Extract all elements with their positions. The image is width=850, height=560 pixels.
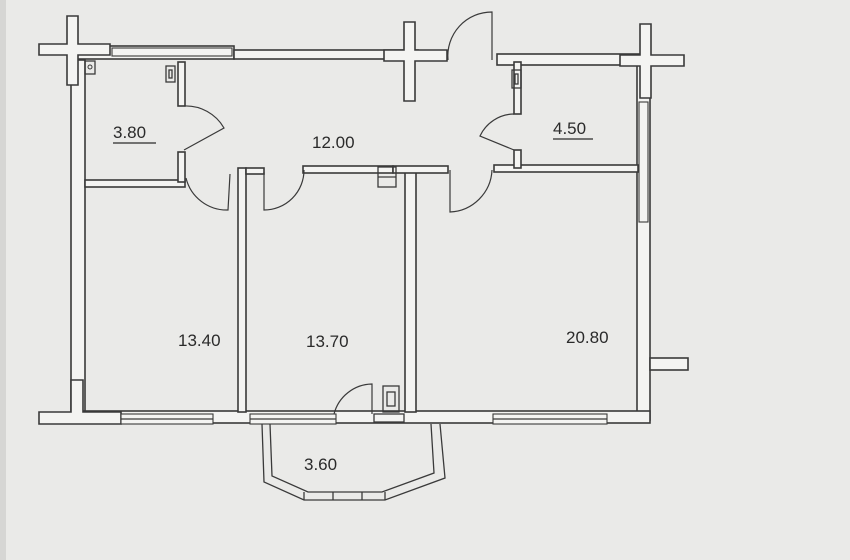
socket-top-left	[84, 60, 96, 75]
page-edge	[0, 0, 6, 560]
column-right-stub	[649, 357, 689, 371]
column-top-left	[38, 15, 111, 86]
bottom-sill	[373, 413, 405, 423]
bathroom-door	[479, 113, 515, 151]
partition-right-top	[392, 165, 449, 174]
area-label-bedroom-middle: 13.70	[306, 332, 349, 351]
bedroom-left-door	[185, 173, 231, 211]
entrance-door	[447, 11, 493, 61]
balcony-inner	[269, 423, 435, 493]
area-label-storage: 3.80	[113, 123, 146, 142]
window-right	[638, 101, 649, 223]
windows	[111, 47, 649, 425]
area-label-balcony: 3.60	[304, 455, 337, 474]
area-label-hallway: 12.00	[312, 133, 355, 152]
doors	[183, 11, 515, 415]
area-label-bedroom-left: 13.40	[178, 331, 221, 350]
partition-left	[237, 167, 247, 413]
balcony-outer	[261, 423, 446, 501]
area-label-bathroom: 4.50	[553, 119, 586, 138]
storage-right-wall	[177, 61, 186, 107]
living-room-door	[449, 169, 493, 213]
bathroom-left-wall-2	[513, 149, 522, 169]
riser-storage	[165, 65, 176, 83]
bathroom-bottom-wall	[493, 164, 639, 173]
left-outer-wall	[70, 59, 86, 413]
riser-bathroom	[511, 69, 522, 89]
storage-bottom-wall	[84, 179, 186, 188]
radiator-box	[382, 385, 400, 413]
fixtures	[84, 60, 522, 423]
column-top-right	[619, 23, 685, 99]
partition-right	[404, 167, 417, 413]
structural-columns	[38, 15, 689, 425]
storage-right-wall-2	[177, 151, 186, 183]
column-top-middle	[383, 21, 448, 102]
window-top	[111, 47, 233, 57]
area-label-living-room: 20.80	[566, 328, 609, 347]
storage-door	[183, 105, 225, 151]
bedroom-middle-door	[263, 169, 305, 211]
balcony-outline	[261, 423, 446, 501]
balcony-door	[333, 383, 373, 415]
partition-left-2	[245, 167, 265, 175]
room-labels: 3.80 12.00 4.50 13.40 13.70 20.80 3.60	[113, 119, 609, 474]
